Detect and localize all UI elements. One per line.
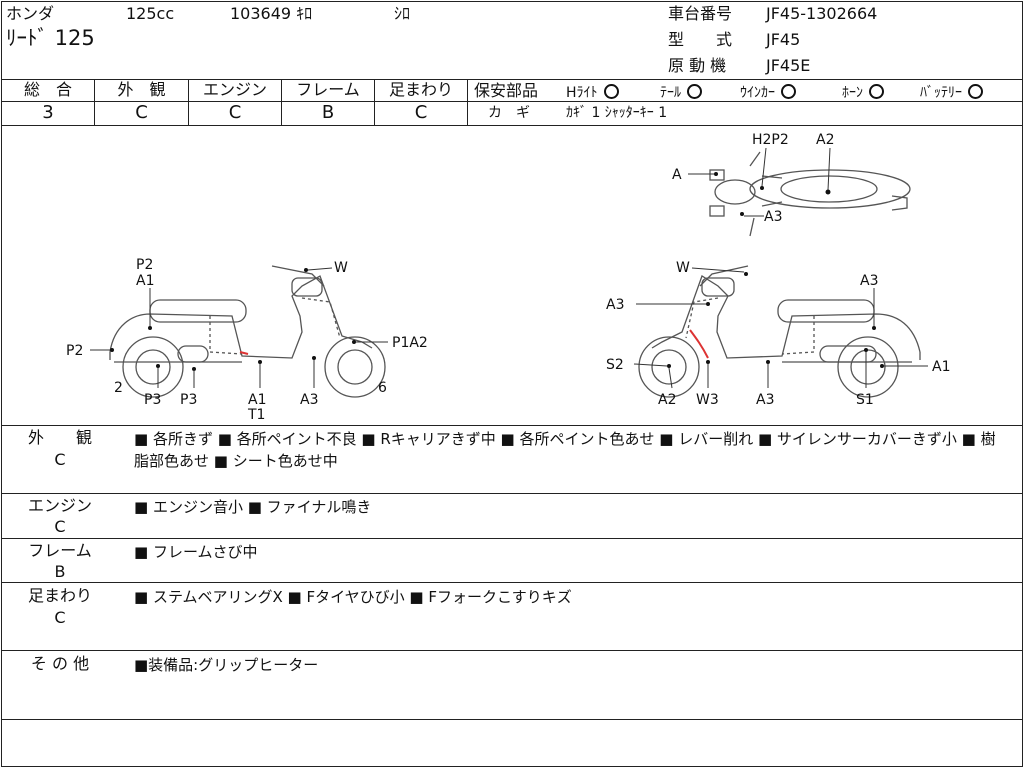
label-a1: A1	[248, 392, 266, 408]
ok-circle-icon	[687, 84, 702, 99]
model-name: ﾘｰﾄﾞ 125	[6, 26, 95, 50]
type-label: 型 式	[668, 30, 733, 49]
note-engine-label: エンジン	[27, 496, 92, 515]
label-w3: W3	[696, 392, 719, 408]
scooter-top-view	[709, 151, 911, 237]
notes-divider-line	[2, 650, 1022, 651]
notes-divider-line	[2, 582, 1022, 583]
safety-title: 保安部品	[474, 81, 539, 100]
label-s2: S2	[606, 357, 624, 373]
note-engine-text: ■ エンジン音小 ■ ファイナル鳴き	[134, 498, 372, 516]
grade-overall-label: 総 合	[23, 80, 72, 99]
note-exterior-label: 外 観	[27, 428, 92, 447]
notes-divider-line	[2, 719, 1022, 720]
note-frame-text: ■ フレームさび中	[134, 543, 258, 561]
maker: ホンダ	[6, 4, 55, 23]
diagram-bottom-line	[2, 425, 1022, 426]
grade-engine-value: C	[228, 102, 242, 123]
note-other-label: そ の 他	[30, 654, 90, 673]
ok-circle-icon	[781, 84, 796, 99]
label-h2p2: H2P2	[752, 132, 789, 148]
note-engine-grade: C	[54, 517, 66, 536]
label-t1: T1	[247, 407, 265, 423]
label-p2-top: P2	[136, 257, 153, 273]
label-a3: A3	[764, 209, 782, 225]
label-a2: A2	[816, 132, 834, 148]
note-suspension-text: ■ ステムベアリングX ■ Fタイヤひび小 ■ Fフォークこすりキズ	[134, 588, 572, 606]
safety-item-label: ﾎｰﾝ	[842, 85, 863, 101]
safety-item-horn: ﾎｰﾝ	[842, 84, 884, 100]
grade-suspension-label: 足まわり	[388, 80, 453, 99]
label-a3-bottom-right: A3	[756, 392, 774, 408]
label-a1-right: A1	[932, 359, 950, 375]
body-color: ｼﾛ	[394, 4, 411, 23]
label-a3-left-right: A3	[606, 297, 624, 313]
safety-item-label: ﾊﾞｯﾃﾘｰ	[920, 85, 962, 101]
note-frame-grade: B	[54, 562, 66, 581]
safety-item-battery: ﾊﾞｯﾃﾘｰ	[920, 84, 983, 100]
chassis-label: 車台番号	[668, 4, 733, 23]
note-exterior-text: ■ 各所きず ■ 各所ペイント不良 ■ Rキャリアきず中 ■ 各所ペイント色あせ…	[134, 430, 996, 470]
note-frame-label: フレーム	[28, 541, 92, 560]
note-suspension-label: 足まわり	[27, 586, 92, 605]
safety-item-headlight: Hﾗｲﾄ	[566, 84, 619, 100]
notes-divider-line	[2, 538, 1022, 539]
ok-circle-icon	[869, 84, 884, 99]
key-value: ｶｷﾞ 1 ｼｬｯﾀｰｷｰ 1	[566, 105, 668, 121]
chassis-value: JF45-1302664	[766, 4, 878, 23]
grade-col-divider	[188, 79, 189, 125]
displacement: 125cc	[126, 4, 175, 23]
label-p3b: P3	[180, 392, 197, 408]
grade-suspension-value: C	[414, 102, 428, 123]
notes-divider-line	[2, 493, 1022, 494]
grade-col-divider	[374, 79, 375, 125]
label-s1: S1	[856, 392, 874, 408]
grade-exterior-label: 外 観	[117, 80, 166, 99]
label-w-right: W	[676, 260, 690, 276]
scooter-diagram: H2P2 A2 A A3 P2 A1 W P2 P1A2 2 P3 P3 A1 …	[66, 132, 950, 423]
engine-label: 原 動 機	[668, 56, 727, 75]
label-p1a2: P1A2	[392, 335, 428, 351]
label-a: A	[672, 167, 682, 183]
grade-overall-value: 3	[42, 102, 54, 123]
mileage: 103649 ｷﾛ	[230, 4, 313, 23]
engine-value: JF45E	[766, 56, 811, 75]
ok-circle-icon	[968, 84, 983, 99]
grade-table-mid-line	[2, 101, 468, 102]
note-other-text: ■装備品:グリップヒーター	[134, 656, 319, 674]
note-exterior-grade: C	[54, 450, 66, 469]
grade-table-top-line	[2, 79, 1022, 80]
grade-col-divider	[467, 79, 468, 125]
grade-frame-value: B	[321, 102, 335, 123]
safety-item-winker: ｳｲﾝｶｰ	[740, 84, 796, 100]
safety-item-label: ﾃｰﾙ	[660, 85, 681, 101]
grade-col-divider	[94, 79, 95, 125]
grade-engine-label: エンジン	[202, 80, 267, 99]
label-a2-right: A2	[658, 392, 676, 408]
note-suspension-grade: C	[54, 608, 66, 627]
label-a1-top: A1	[136, 273, 154, 289]
label-a3-top-right: A3	[860, 273, 878, 289]
grade-exterior-value: C	[135, 102, 148, 123]
label-p3a: P3	[144, 392, 161, 408]
label-num-6: 6	[378, 380, 387, 396]
safety-item-label: Hﾗｲﾄ	[566, 85, 598, 101]
grade-col-divider	[281, 79, 282, 125]
label-w: W	[334, 260, 348, 276]
grade-frame-label: フレーム	[296, 80, 360, 99]
key-label: カ ギ	[488, 105, 530, 121]
label-p2-side: P2	[66, 343, 83, 359]
label-a3: A3	[300, 392, 318, 408]
ok-circle-icon	[603, 84, 619, 99]
grade-table-bottom-line	[2, 125, 1022, 126]
type-value: JF45	[766, 30, 801, 49]
label-num-2: 2	[114, 380, 123, 396]
safety-divider-line	[468, 101, 1022, 102]
safety-item-label: ｳｲﾝｶｰ	[740, 85, 775, 101]
safety-item-taillight: ﾃｰﾙ	[660, 84, 702, 100]
